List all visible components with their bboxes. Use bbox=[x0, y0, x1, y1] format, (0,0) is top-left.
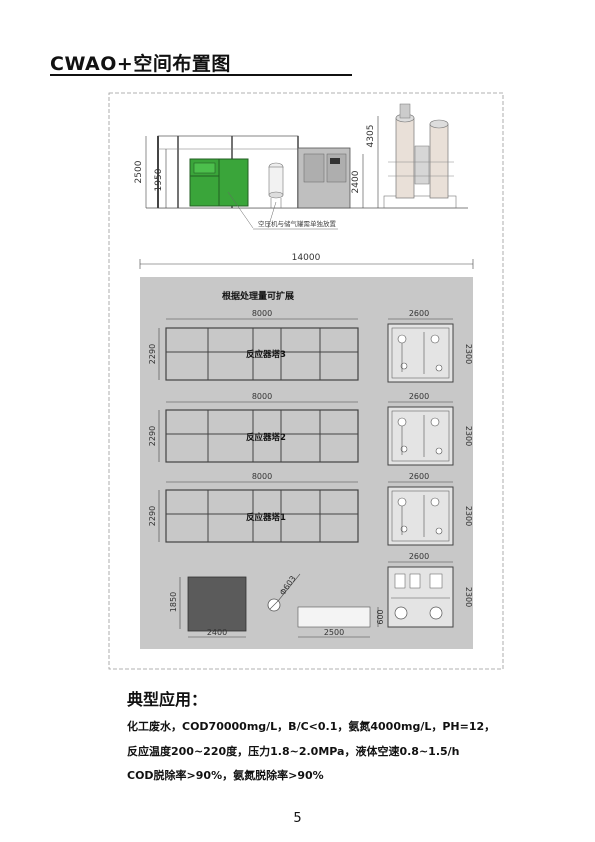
reactor-1-length: 8000 bbox=[252, 472, 272, 481]
applications-line-2: 反应温度200~220度，压力1.8~2.0MPa，液体空速0.8~1.5/h bbox=[127, 745, 460, 758]
pad-rect bbox=[297, 606, 371, 628]
skid-0-width: 2600 bbox=[409, 552, 429, 561]
applications-heading: 典型应用： bbox=[127, 690, 208, 709]
dark-equipment-box bbox=[187, 576, 247, 632]
skid-3-width: 2600 bbox=[409, 309, 429, 318]
expand-note: 根据处理量可扩展 bbox=[222, 290, 294, 302]
reactor-1-label: 反应器塔1 bbox=[246, 512, 286, 523]
skid-0-height: 2300 bbox=[464, 587, 473, 607]
reactor-3: 8000 2290 反应器塔3 2600 2300 bbox=[148, 309, 473, 383]
tower-right bbox=[429, 123, 449, 199]
layout-drawing: 2500 1950 2400 4305 空压机与储气罐需单独放置 14000 根… bbox=[108, 92, 504, 670]
dim-1950: 1950 bbox=[154, 168, 164, 191]
reactor-3-height: 2290 bbox=[148, 344, 157, 364]
skid-1-width: 2600 bbox=[409, 472, 429, 481]
air-compressor-note: 空压机与储气罐需单独放置 bbox=[258, 219, 337, 228]
skid-3-height: 2300 bbox=[464, 344, 473, 364]
dim-2500: 2500 bbox=[134, 160, 144, 183]
tower-left bbox=[395, 117, 415, 199]
reactor-2-height: 2290 bbox=[148, 426, 157, 446]
reactor-2: 8000 2290 反应器塔2 2600 2300 bbox=[148, 392, 473, 466]
reactor-3-label: 反应器塔3 bbox=[246, 349, 286, 360]
gas-tank bbox=[268, 166, 284, 196]
skid-1-height: 2300 bbox=[464, 506, 473, 526]
page-number: 5 bbox=[293, 811, 302, 826]
elevation-view: 2500 1950 2400 4305 空压机与储气罐需单独放置 bbox=[134, 103, 468, 230]
pad-height-dim: 600 bbox=[376, 609, 385, 624]
applications-line-3: COD脱除率>90%，氨氮脱除率>90% bbox=[127, 769, 324, 782]
dim-14000: 14000 bbox=[292, 253, 321, 263]
reactor-1-height: 2290 bbox=[148, 506, 157, 526]
skid-2-width: 2600 bbox=[409, 392, 429, 401]
reactor-1: 8000 2290 反应器塔1 2600 2300 bbox=[148, 472, 473, 546]
dim-2400: 2400 bbox=[351, 170, 361, 193]
reactor-2-label: 反应器塔2 bbox=[246, 432, 286, 443]
page-title: CWAO+空间布置图 bbox=[50, 53, 231, 75]
reactor-2-length: 8000 bbox=[252, 392, 272, 401]
plan-view: 14000 根据处理量可扩展 8000 2290 反应器塔3 2600 bbox=[139, 253, 474, 649]
box-width-dim: 2400 bbox=[207, 628, 227, 637]
applications-line-1: 化工废水，COD70000mg/L，B/C<0.1，氨氮4000mg/L，PH=… bbox=[127, 720, 496, 733]
box-height-dim: 1850 bbox=[169, 592, 178, 612]
reactor-3-length: 8000 bbox=[252, 309, 272, 318]
title-underline bbox=[50, 74, 352, 76]
pad-width-dim: 2500 bbox=[324, 628, 344, 637]
dim-4305: 4305 bbox=[366, 125, 376, 148]
skid-2-height: 2300 bbox=[464, 426, 473, 446]
bottom-equipment: 1850 2400 Φ603 600 2500 2600 bbox=[169, 552, 473, 638]
